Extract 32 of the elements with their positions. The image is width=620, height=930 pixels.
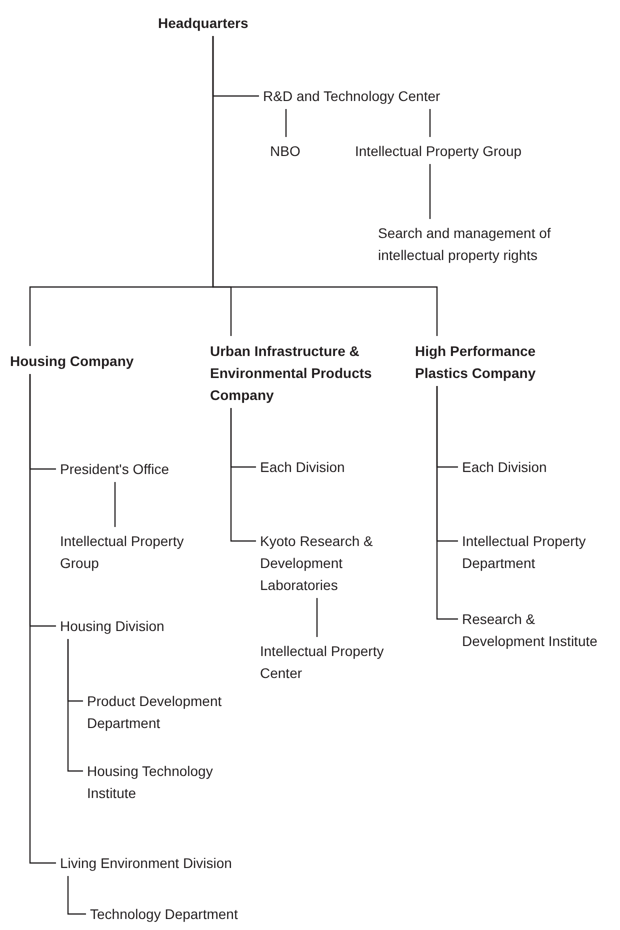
company-heading: Headquarters (158, 12, 248, 34)
org-unit-label: R&D and Technology Center (263, 85, 440, 107)
connector-line (212, 36, 438, 336)
org-unit-label: Housing Technology Institute (87, 760, 257, 804)
connector-line (29, 374, 56, 864)
connector-line (429, 109, 431, 137)
org-unit-label: Housing Division (60, 615, 164, 637)
connector-line (316, 598, 318, 637)
org-unit-label: Living Environment Division (60, 852, 232, 874)
org-unit-label: Intellectual Property Group (355, 140, 522, 162)
org-unit-label: Each Division (260, 456, 345, 478)
org-unit-label: Kyoto Research & Development Laboratories (260, 530, 410, 596)
connector-line (230, 408, 256, 542)
org-unit-label: Intellectual Property Department (462, 530, 617, 574)
company-heading: High Performance Plastics Company (415, 340, 585, 384)
org-unit-label: Research & Development Institute (462, 608, 612, 652)
org-unit-label: Product Development Department (87, 690, 257, 734)
connector-line (436, 386, 458, 620)
org-unit-label: Each Division (462, 456, 547, 478)
org-unit-label: Intellectual Property Group (60, 530, 220, 574)
connector-line (285, 109, 287, 137)
company-heading: Urban Infrastructure & Environmental Products Company (210, 340, 380, 406)
connector-line (67, 639, 83, 772)
org-unit-label: President's Office (60, 458, 170, 480)
org-unit-label: Intellectual Property Center (260, 640, 410, 684)
org-unit-label: Technology Department (90, 903, 238, 925)
company-heading: Housing Company (10, 350, 134, 372)
org-unit-label: NBO (270, 140, 300, 162)
connector-line (67, 876, 86, 915)
connector-line (114, 482, 116, 527)
org-unit-label: Search and management of intellectual property rights (378, 222, 578, 266)
connector-line (429, 164, 431, 219)
